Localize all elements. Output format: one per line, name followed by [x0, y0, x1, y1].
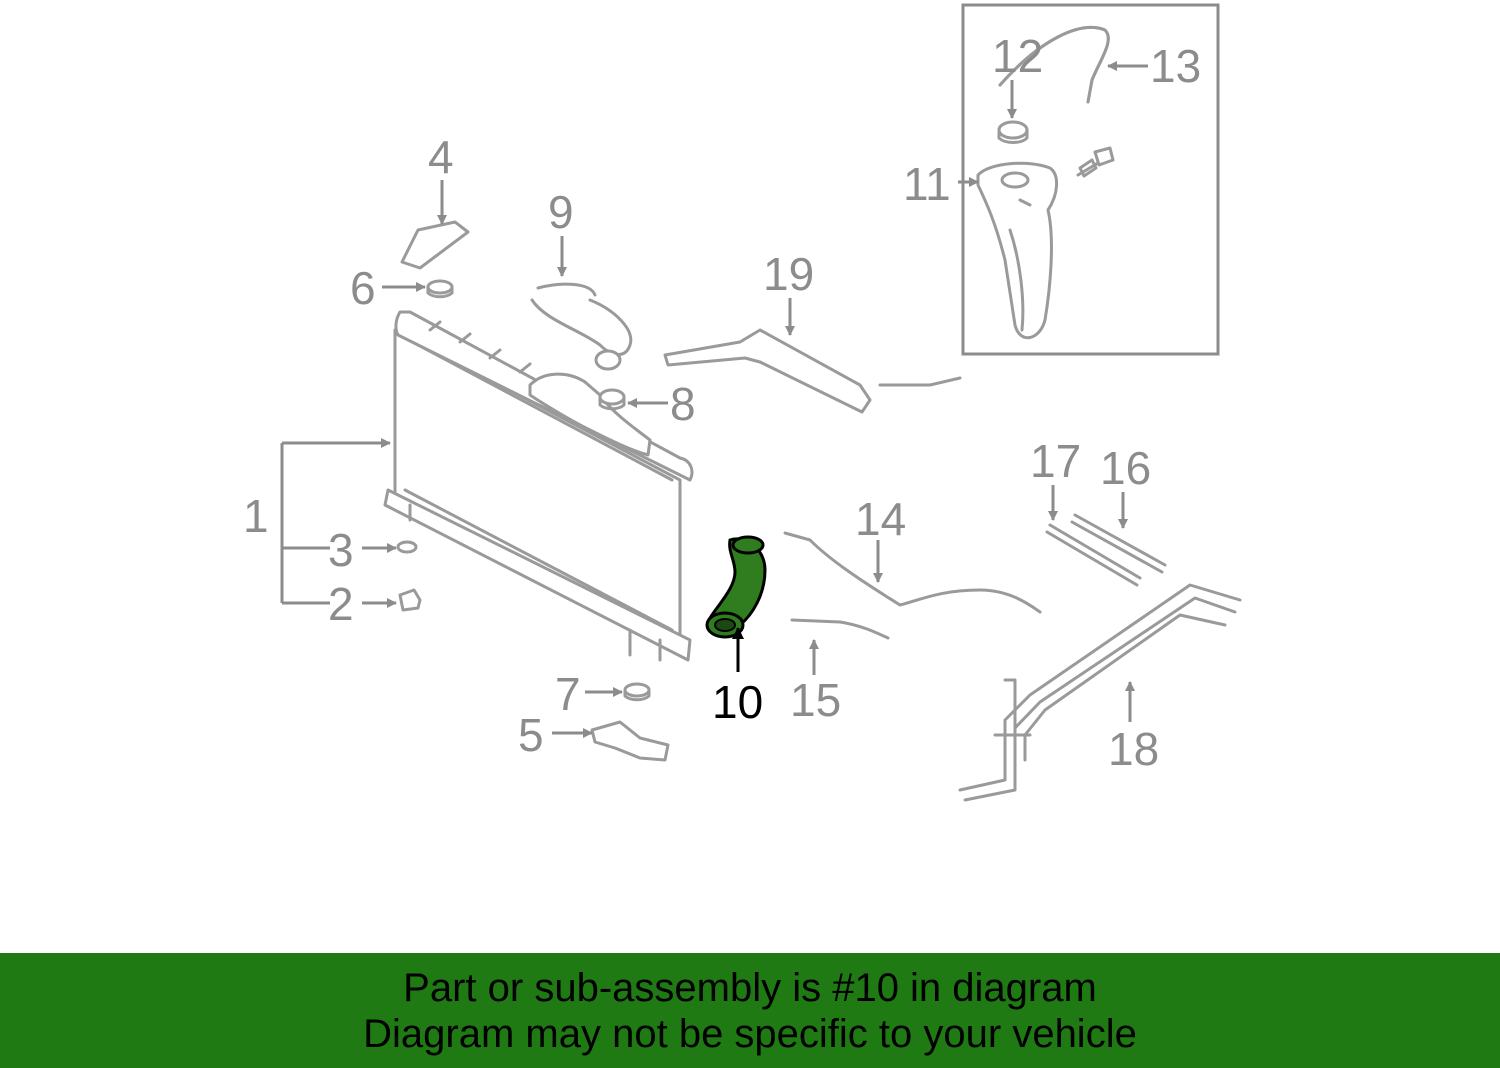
- callout-11: 11: [903, 158, 951, 210]
- callout-8: 8: [670, 378, 696, 430]
- callout-10: 10: [712, 676, 763, 728]
- banner-line-disclaimer: Diagram may not be specific to your vehi…: [363, 1011, 1137, 1056]
- callout-6: 6: [350, 262, 376, 314]
- water-pipe: [663, 328, 962, 414]
- radiator-cushion-upper: [426, 279, 454, 299]
- radiator: [383, 310, 694, 662]
- heater-hose: [783, 531, 1042, 614]
- callout-7: 7: [555, 668, 581, 720]
- lower-bracket: [590, 720, 670, 762]
- cooler-hose-17: [1048, 523, 1142, 580]
- callout-19: 19: [763, 248, 814, 300]
- upper-radiator-hose: [530, 282, 633, 371]
- parts-diagram: 1 2 3 4 5 6 7 8 9 10 11 12 13 14 15 16 1…: [243, 3, 1242, 802]
- drain-oring: [396, 540, 418, 554]
- radiator-cap: [598, 388, 626, 411]
- callout-1: 1: [243, 490, 269, 542]
- callout-14: 14: [855, 493, 906, 545]
- callout-18: 18: [1108, 723, 1159, 775]
- lower-radiator-hose: [705, 535, 767, 639]
- banner-line-part: Part or sub-assembly is #10 in diagram: [403, 965, 1097, 1010]
- reservoir-bolt: [1076, 146, 1115, 178]
- callout-16: 16: [1100, 442, 1151, 494]
- callout-3: 3: [328, 524, 354, 576]
- callout-17: 17: [1030, 435, 1081, 487]
- cooler-hose-16: [1073, 513, 1167, 567]
- radiator-bracket: [400, 220, 470, 270]
- callout-4: 4: [428, 131, 454, 183]
- callout-9: 9: [548, 186, 574, 238]
- reservoir-cap: [997, 120, 1029, 144]
- oil-cooler-pipes: [958, 583, 1242, 802]
- reservoir-tank: [976, 161, 1058, 339]
- drain-plug: [398, 588, 422, 612]
- callout-2: 2: [328, 578, 354, 630]
- callout-13: 13: [1150, 40, 1201, 92]
- callout-12: 12: [992, 30, 1043, 82]
- reservoir-inset-box: [961, 3, 1220, 356]
- info-banner: Part or sub-assembly is #10 in diagram D…: [0, 953, 1500, 1068]
- callout-5: 5: [518, 709, 544, 761]
- bypass-hose: [790, 618, 890, 640]
- callout-15: 15: [790, 674, 841, 726]
- radiator-cushion-lower: [623, 682, 651, 702]
